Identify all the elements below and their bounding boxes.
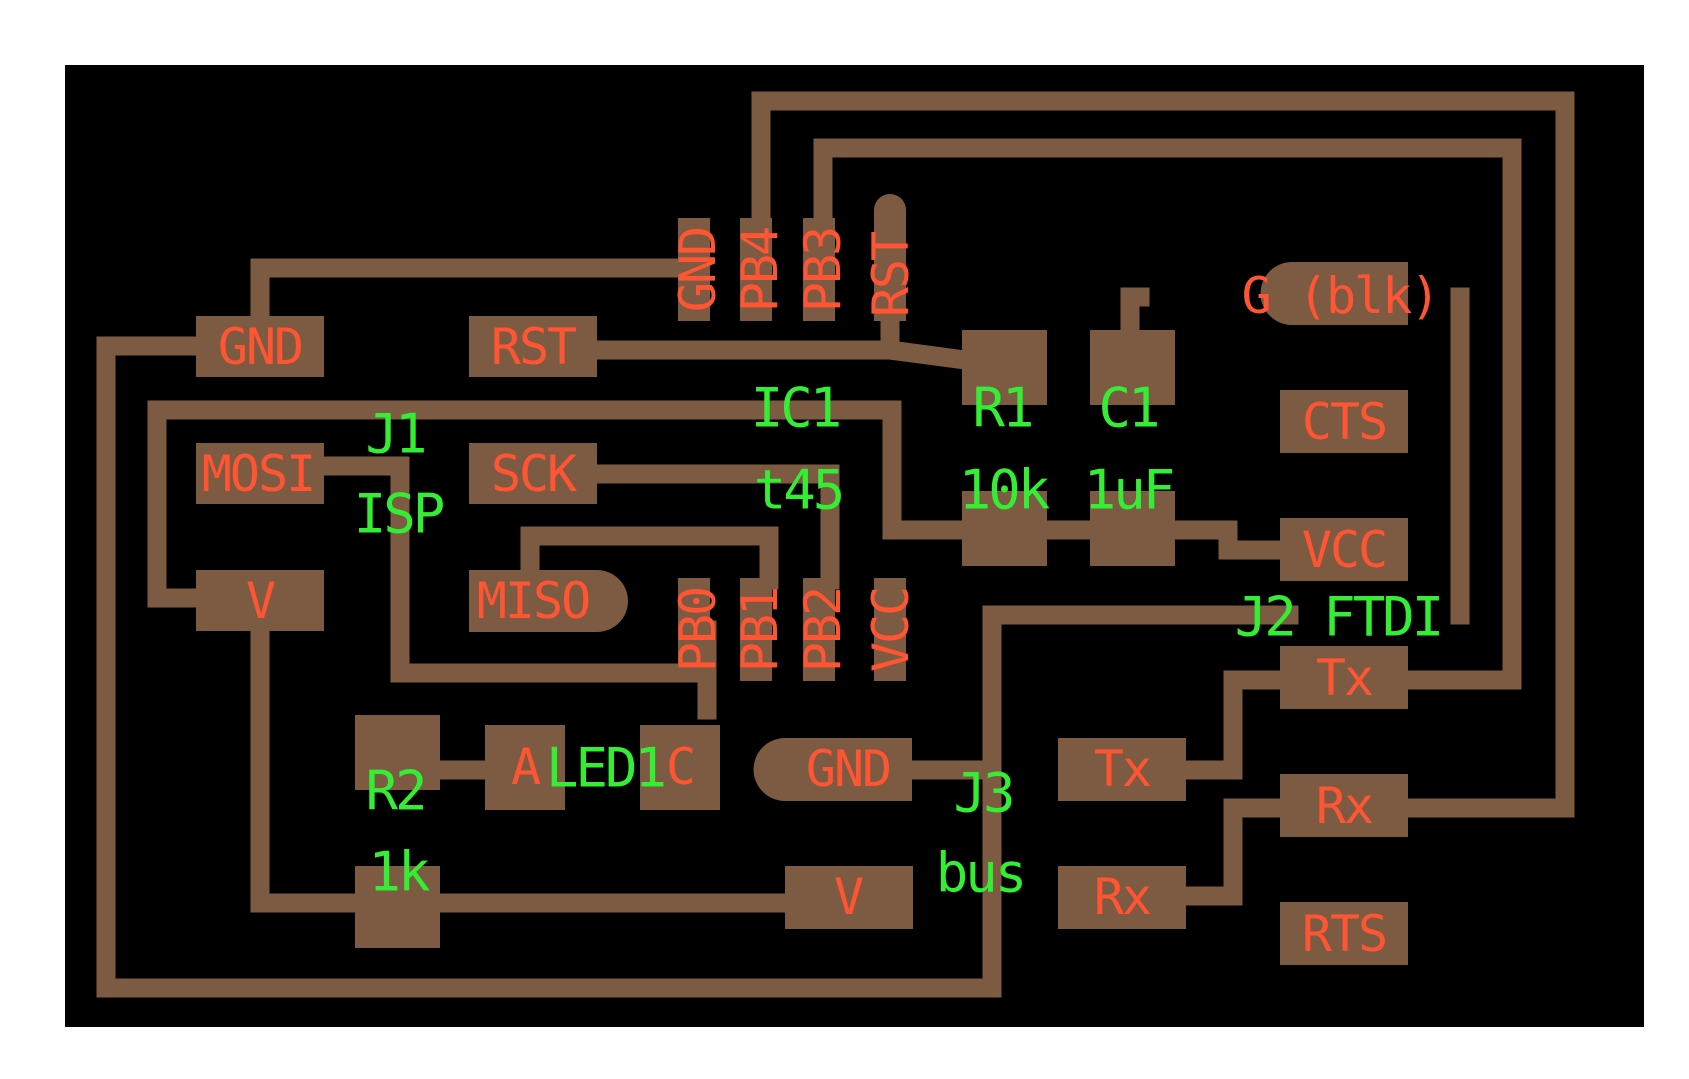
label-j1-sck: SCK xyxy=(491,445,577,503)
label-j1-gnd: GND xyxy=(218,318,302,376)
trace-gblk-c1 xyxy=(1120,287,1150,350)
trace-tx-cross xyxy=(1170,670,1300,780)
label-j1-value: ISP xyxy=(354,483,444,546)
label-led1: LED1 xyxy=(546,737,664,800)
pad-j2-tx xyxy=(1280,646,1408,709)
pad-ic1-pb0 xyxy=(678,578,710,681)
label-ic1-value: t45 xyxy=(754,459,843,522)
pad-j1-rst xyxy=(469,316,597,377)
pad-j1-v xyxy=(196,570,324,631)
label-j2-cts: CTS xyxy=(1302,393,1386,451)
label-j2-rts: RTS xyxy=(1302,905,1386,963)
label-j3-rx: Rx xyxy=(1094,868,1151,926)
label-ic1-pb4: PB4 xyxy=(731,228,789,312)
trace-pb3-tx xyxy=(813,138,1522,690)
pad-j3-rx xyxy=(1058,866,1186,929)
pad-j3-v xyxy=(785,866,913,929)
label-j1-miso: MISO xyxy=(477,572,589,630)
label-ic1-vcc: VCC xyxy=(862,588,920,672)
label-j2-tx: Tx xyxy=(1316,649,1373,707)
pad-r2-bottom xyxy=(355,866,440,948)
label-ic1-gnd: GND xyxy=(669,228,727,312)
pad-j2-vcc xyxy=(1280,518,1408,581)
trace-rx-cross xyxy=(1170,798,1300,906)
label-r1-value: 10k xyxy=(959,459,1050,522)
trace-vcc xyxy=(882,520,1300,560)
pad-ic1-vcc xyxy=(874,578,906,681)
part-labels: J1 ISP IC1 t45 R1 10k C1 1uF J2 FTDI J3 … xyxy=(354,377,1445,905)
trace-gnd-loop xyxy=(96,336,1299,998)
pad-j2-rx xyxy=(1280,774,1408,837)
label-c1: C1 xyxy=(1098,377,1157,440)
label-led-a: A xyxy=(511,738,541,796)
pad-ic1-pb4 xyxy=(740,218,772,321)
label-ic1-pb3: PB3 xyxy=(794,228,852,312)
pad-r2-top xyxy=(355,715,440,790)
trace-pb4-rx xyxy=(751,91,1575,818)
trace-gnd-isp-ic xyxy=(250,258,705,345)
label-j3-gnd: GND xyxy=(806,740,890,798)
label-j2-g: G (blk) xyxy=(1242,267,1439,325)
pad-ic1-gnd xyxy=(678,218,710,321)
label-j1: J1 xyxy=(365,403,424,466)
pad-r1-bottom xyxy=(962,491,1047,566)
label-ic1: IC1 xyxy=(751,377,840,440)
label-led-c: C xyxy=(666,738,694,796)
label-r2: R2 xyxy=(365,760,424,823)
trace-vcc-isp xyxy=(147,400,902,608)
pad-ic1-rst xyxy=(874,194,906,321)
label-r2-value: 1k xyxy=(368,841,430,904)
pad-led-c xyxy=(640,725,720,810)
label-j2: J2 FTDI xyxy=(1235,586,1442,649)
pad-c1-top xyxy=(1090,330,1175,405)
pad-j1-mosi xyxy=(196,443,324,504)
label-j2-rx: Rx xyxy=(1316,777,1373,835)
pad-ic1-pb2 xyxy=(803,578,835,681)
label-r1: R1 xyxy=(972,377,1031,440)
label-c1-value: 1uF xyxy=(1084,459,1173,522)
pad-ic1-pb1 xyxy=(740,578,772,681)
pad-j1-sck xyxy=(469,443,597,504)
pad-c1-bottom xyxy=(1090,491,1175,566)
pad-j2-g xyxy=(1260,262,1408,325)
trace-v xyxy=(250,620,810,913)
label-j2-vcc: VCC xyxy=(1302,521,1386,579)
pad-j1-miso xyxy=(469,570,628,632)
label-j1-mosi: MOSI xyxy=(202,445,314,503)
pad-ic1-pb3 xyxy=(803,218,835,321)
pad-j2-rts xyxy=(1280,902,1408,965)
label-j3-tx: Tx xyxy=(1094,740,1151,798)
label-j1-v: V xyxy=(246,572,275,630)
pad-j3-gnd xyxy=(753,738,912,801)
trace-sck xyxy=(585,464,840,590)
label-ic1-rst: RST xyxy=(862,232,920,317)
label-j3-v: V xyxy=(834,868,863,926)
pad-j3-tx xyxy=(1058,738,1186,801)
label-ic1-pb0: PB0 xyxy=(669,588,727,672)
pad-labels: GND RST MOSI SCK MISO V GND PB4 PB3 RST … xyxy=(202,228,1441,963)
pad-r1-top xyxy=(962,330,1047,405)
pad-j2-cts xyxy=(1280,390,1408,453)
label-j3-value: bus xyxy=(936,842,1025,905)
label-ic1-pb1: PB1 xyxy=(731,588,789,672)
copper-traces xyxy=(96,91,1575,998)
label-j3: J3 xyxy=(953,762,1012,825)
trace-miso xyxy=(520,526,779,590)
label-ic1-pb2: PB2 xyxy=(794,588,852,672)
copper-pads xyxy=(196,194,1408,965)
trace-rst xyxy=(585,340,976,371)
pad-j1-gnd xyxy=(196,316,324,377)
pad-led-a xyxy=(485,725,565,810)
label-j1-rst: RST xyxy=(491,318,576,376)
